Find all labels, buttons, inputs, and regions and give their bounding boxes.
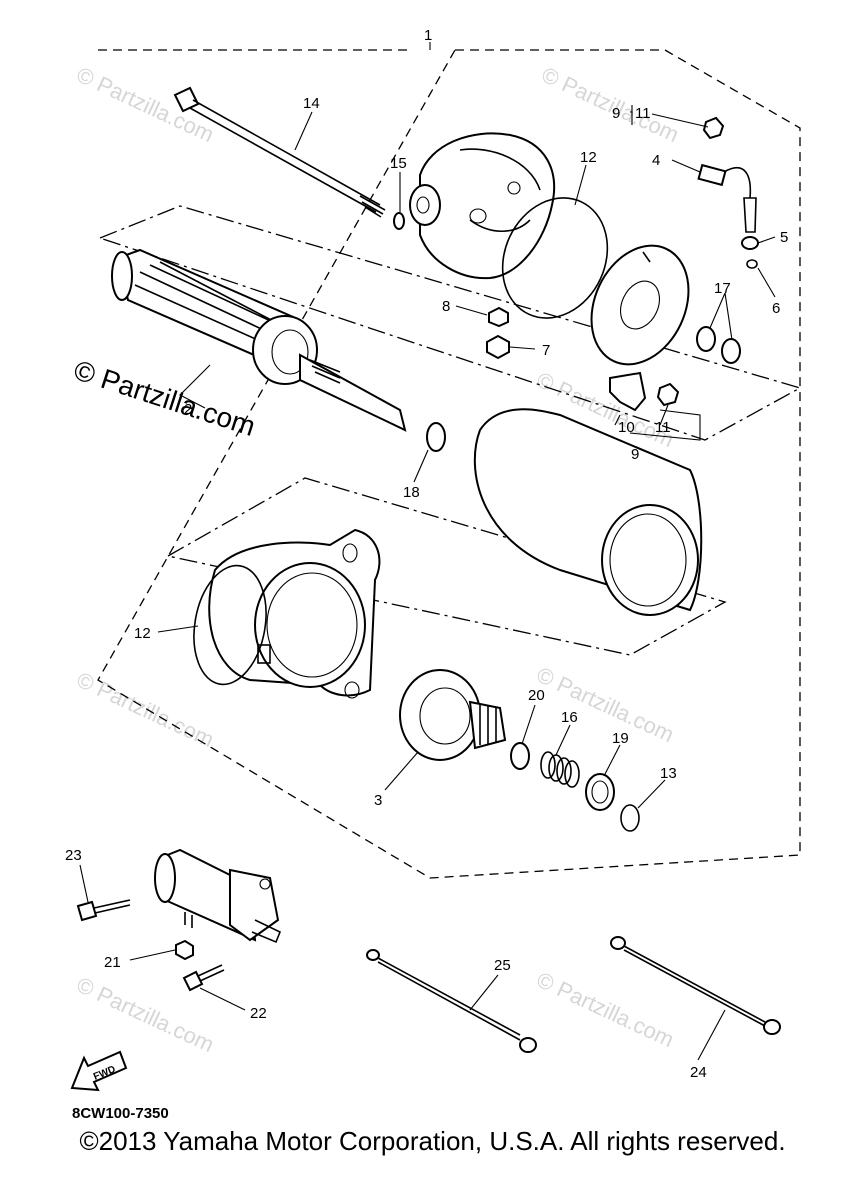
callout-11: 11 (635, 105, 651, 122)
callout-18: 18 (403, 484, 420, 501)
washer (721, 338, 741, 364)
callout-23: 23 (65, 847, 82, 864)
yoke-housing (473, 408, 703, 616)
fwd-arrow: FWD (70, 1050, 128, 1092)
thrust-washer (426, 422, 446, 452)
bolt (76, 899, 131, 922)
watermark: © Partzilla.com (533, 662, 678, 747)
o-ring-small (746, 259, 758, 269)
spring (540, 751, 580, 788)
starter-clutch (399, 669, 507, 761)
starter-motor-assembly (154, 848, 282, 944)
ground-lead (610, 936, 781, 1035)
watermark: © Partzilla.com (538, 62, 683, 147)
washer (741, 236, 759, 250)
nut (175, 939, 194, 961)
callout-7: 7 (542, 342, 550, 359)
o-ring-large (193, 564, 267, 686)
front-cover (208, 528, 381, 699)
brush-plate (590, 244, 690, 366)
callout-22: 22 (250, 1005, 267, 1022)
copyright-notice: ©2013 Yamaha Motor Corporation, U.S.A. A… (79, 1126, 786, 1156)
callout-labels: 1 14 15 12 4 9 11 5 6 17 8 7 2 10 11 9 1… (65, 27, 788, 1081)
washer (696, 326, 716, 352)
callout-9b: 9 (631, 446, 639, 463)
callout-24: 24 (690, 1064, 707, 1081)
leader-lines (79, 42, 776, 1061)
watermark: © Partzilla.com (73, 667, 218, 752)
callout-8: 8 (442, 298, 450, 315)
watermark: © Partzilla.com (533, 967, 678, 1052)
bolt (182, 964, 225, 992)
armature (111, 248, 407, 432)
callout-11b: 11 (655, 419, 671, 436)
callout-3: 3 (374, 792, 382, 809)
callout-1: 1 (424, 27, 432, 44)
panel-lower (166, 477, 727, 656)
callout-16: 16 (561, 709, 578, 726)
watermark-main: © Partzilla.com (70, 354, 259, 442)
hex-nut (486, 334, 510, 360)
diagram-code: 8CW100-7350 (72, 1105, 169, 1122)
callout-19: 19 (612, 730, 629, 747)
callout-21: 21 (104, 954, 121, 971)
callout-6: 6 (772, 300, 780, 317)
collar (585, 773, 615, 811)
callout-20: 20 (528, 687, 545, 704)
callout-25: 25 (494, 957, 511, 974)
rear-cover (409, 132, 556, 280)
o-ring (393, 212, 405, 230)
starter-lead (366, 949, 537, 1053)
nut (488, 306, 509, 328)
callout-10: 10 (618, 419, 635, 436)
callout-13: 13 (660, 765, 677, 782)
nut-small (702, 116, 725, 140)
callout-12b: 12 (134, 625, 151, 642)
callout-4: 4 (652, 152, 660, 169)
through-bolt (173, 86, 386, 218)
callout-2: 2 (184, 401, 192, 418)
callout-15: 15 (390, 155, 407, 172)
callout-12: 12 (580, 149, 597, 166)
callout-5: 5 (780, 229, 788, 246)
callout-17: 17 (714, 280, 731, 297)
assembly-boundary (97, 49, 801, 879)
o-ring-large (501, 197, 609, 319)
brush-lead (697, 163, 757, 233)
washer (510, 742, 530, 770)
circlip (620, 804, 640, 832)
nut-small (656, 382, 680, 407)
callout-14: 14 (303, 95, 320, 112)
callout-9: 9 (612, 105, 620, 122)
brush-holder (609, 371, 647, 412)
